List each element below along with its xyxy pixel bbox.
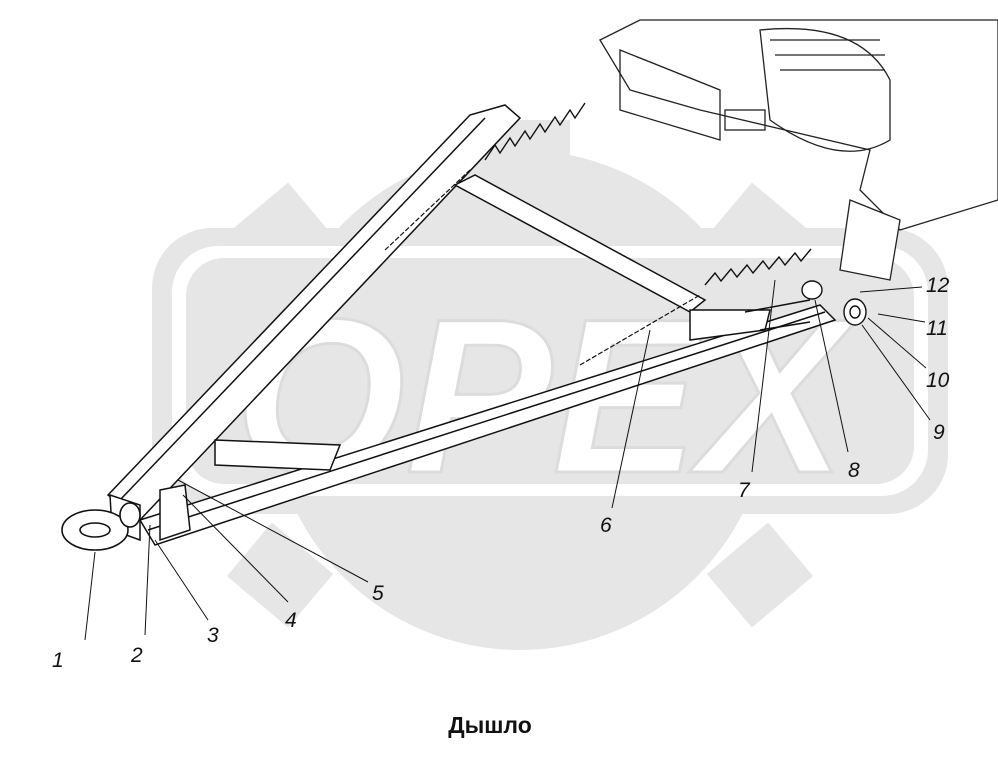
callout-7: 7: [738, 479, 750, 502]
callout-2: 2: [131, 644, 143, 667]
callout-8: 8: [848, 459, 860, 482]
towing-eye: [61, 502, 141, 551]
callout-9: 9: [933, 421, 945, 444]
callout-6: 6: [600, 514, 612, 537]
callout-10: 10: [926, 369, 950, 392]
safety-chains: [384, 169, 701, 366]
callout-4: 4: [285, 609, 297, 632]
watermark-logo: ОРЕХ: [152, 120, 948, 650]
callout-5: 5: [372, 582, 384, 605]
chassis-background: [599, 19, 998, 281]
callout-3: 3: [207, 624, 219, 647]
callout-1: 1: [52, 649, 64, 672]
leader-lines: [84, 279, 931, 641]
diagram-caption: Дышло: [448, 712, 532, 738]
callout-12: 12: [926, 274, 950, 297]
springs: [484, 102, 867, 326]
callout-11: 11: [926, 317, 948, 340]
drawbar-frame: [106, 104, 837, 546]
